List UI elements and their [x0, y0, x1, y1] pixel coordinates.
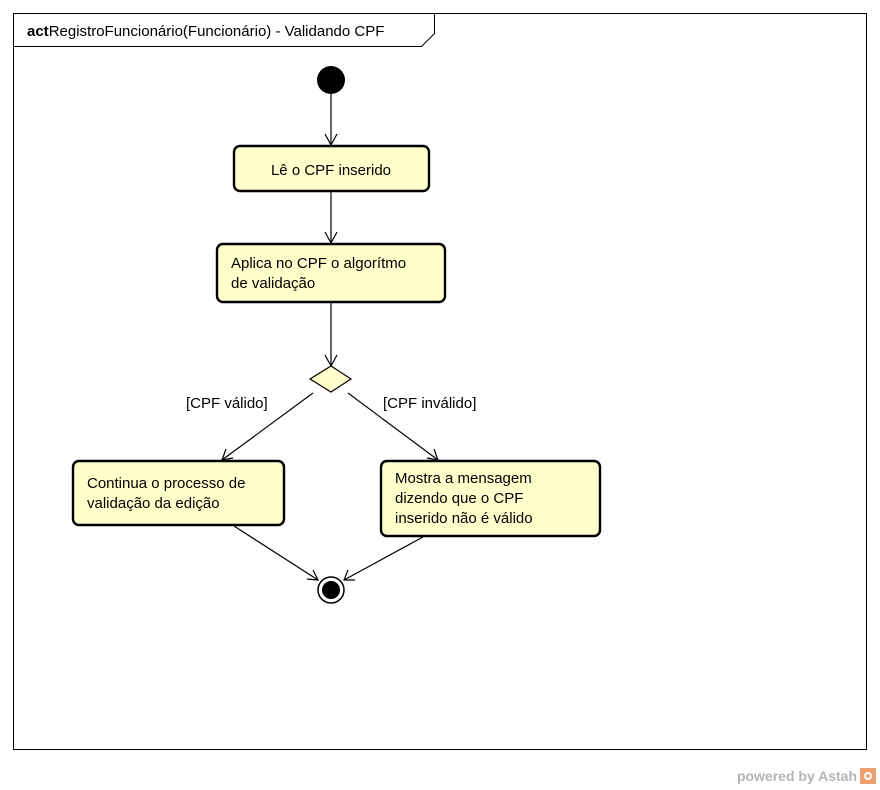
- action-continue-process-line1: Continua o processo de: [87, 475, 245, 492]
- action-continue-process[interactable]: [71, 459, 286, 527]
- arrowhead: [306, 569, 320, 581]
- action-show-message-line2: dizendo que o CPF: [395, 490, 523, 507]
- action-continue-process-line2: validação da edição: [87, 495, 220, 512]
- frame-title: actRegistroFuncionário(Funcionário) - Va…: [27, 23, 384, 40]
- astah-logo-icon: [860, 768, 876, 784]
- final-node-core: [322, 581, 340, 599]
- action-apply-algorithm[interactable]: [215, 242, 447, 304]
- edge-continue-to-final: [233, 525, 319, 581]
- decision-node[interactable]: [308, 365, 353, 393]
- action-show-message[interactable]: [379, 459, 602, 538]
- arrowhead: [343, 569, 355, 581]
- frame-keyword: act: [27, 23, 49, 40]
- action-show-message-line1: Mostra a mensagem: [395, 470, 532, 487]
- action-read-cpf-label: Lê o CPF inserido: [271, 162, 391, 179]
- edge-decision-to-continue: [221, 392, 314, 461]
- frame-title-text: RegistroFuncionário(Funcionário) - Valid…: [49, 23, 385, 40]
- astah-watermark: powered by Astah: [737, 766, 876, 786]
- action-apply-algorithm-line2: de validação: [231, 275, 315, 292]
- action-apply-algorithm-line1: Aplica no CPF o algorítmo: [231, 255, 406, 272]
- action-read-cpf[interactable]: [232, 144, 431, 193]
- edge-message-to-final: [343, 536, 424, 581]
- initial-node[interactable]: [317, 66, 345, 94]
- guard-cpf-valid: [CPF válido]: [186, 395, 268, 412]
- diagram-frame: [13, 13, 867, 750]
- guard-cpf-invalid: [CPF inválido]: [383, 395, 476, 412]
- action-show-message-line3: inserido não é válido: [395, 510, 533, 527]
- edge-decision-to-message: [347, 392, 439, 461]
- frame-title-tab: [13, 13, 435, 47]
- watermark-text: powered by Astah: [736, 768, 857, 784]
